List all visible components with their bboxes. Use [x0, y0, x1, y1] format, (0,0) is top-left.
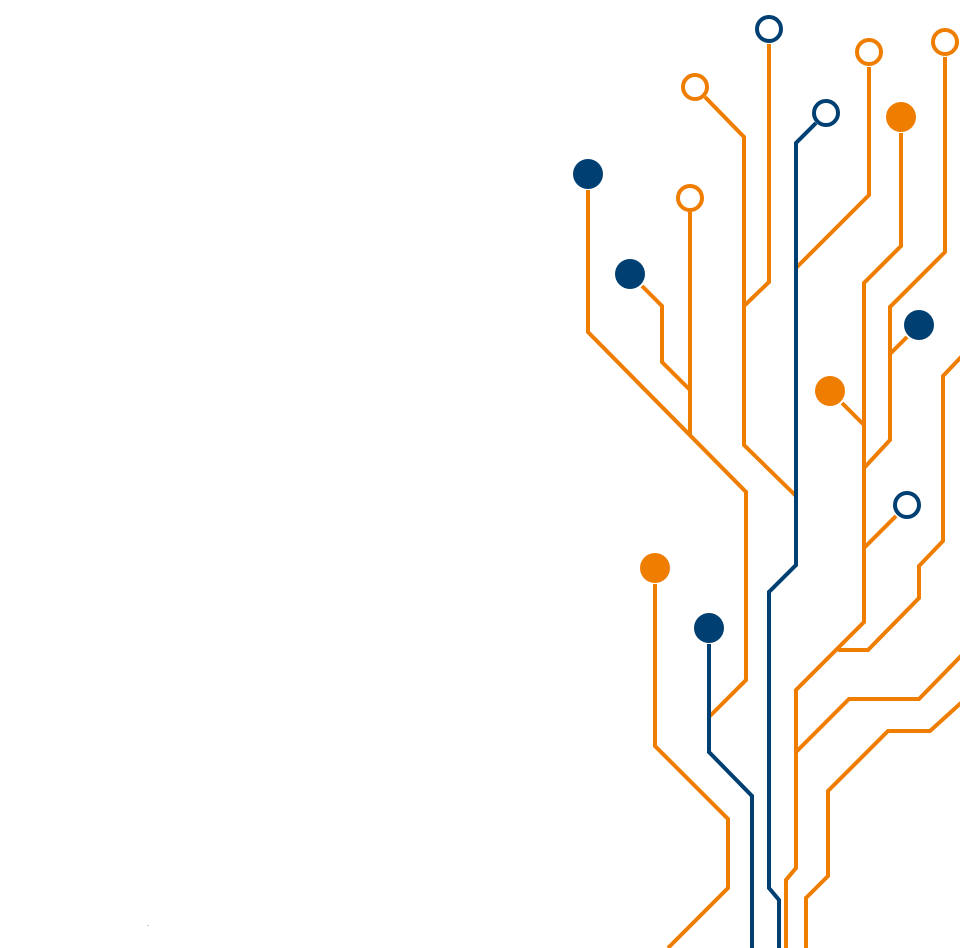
navy-filled-node: [694, 613, 724, 643]
orange-trace-right-edge-3: [804, 701, 960, 948]
navy-traces: [707, 121, 818, 948]
orange-trace-right-edge-2: [794, 654, 960, 754]
navy-hollow-node: [812, 99, 840, 127]
orange-trace-left-branch: [586, 190, 748, 718]
orange-traces: [586, 44, 960, 948]
orange-trace-small-branch: [640, 284, 692, 392]
navy-trace-trunk: [767, 121, 818, 948]
navy-filled-node: [904, 310, 934, 340]
orange-hollow-node: [681, 73, 709, 101]
orange-trace-right-edge-1: [838, 355, 960, 652]
orange-trace-769: [742, 44, 771, 308]
orange-trace-hollow-695: [703, 95, 798, 498]
navy-filled-node: [615, 259, 645, 289]
navy-hollow-node: [893, 491, 921, 519]
orange-trace-hollow-869: [794, 67, 871, 270]
orange-filled-node: [640, 553, 670, 583]
orange-filled-node: [815, 376, 845, 406]
orange-hollow-node: [931, 28, 959, 56]
circuit-nodes: [573, 15, 959, 643]
orange-trace-dot-830: [840, 401, 866, 427]
orange-filled-node: [886, 102, 916, 132]
orange-trace-from-navy-919: [888, 335, 909, 356]
orange-hollow-node: [855, 38, 883, 66]
navy-trace-lower: [707, 644, 754, 948]
orange-trace-dot-901: [784, 133, 903, 948]
navy-filled-node: [573, 159, 603, 189]
orange-hollow-node: [676, 184, 704, 212]
orange-trace-hollow-945: [862, 57, 947, 470]
navy-hollow-node: [755, 15, 783, 43]
background-speck: [147, 925, 149, 926]
orange-trace-lower-left: [653, 584, 730, 948]
orange-trace-from-hollow-907: [862, 514, 898, 550]
